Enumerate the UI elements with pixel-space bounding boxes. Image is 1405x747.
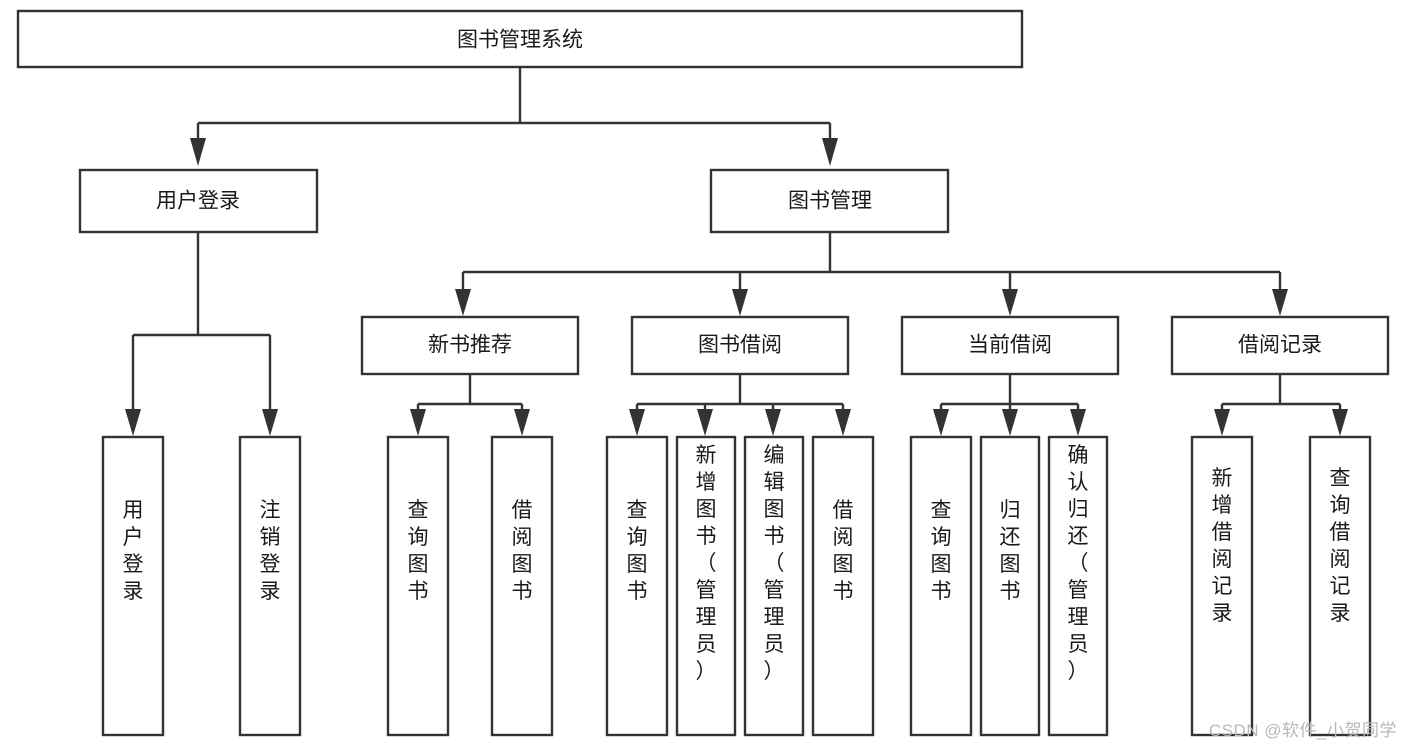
leaf-edit-book-box[interactable] xyxy=(743,435,805,737)
leaf-borrow-book-1-label: 借阅图书 xyxy=(512,499,533,603)
leaf-borrow-book-2-box[interactable] xyxy=(811,435,875,737)
arrow-head-leaf-borrow-book-1 xyxy=(514,409,530,436)
arrow-head-leaf-add-record xyxy=(1214,409,1230,436)
node-borrow-record-box[interactable] xyxy=(1170,315,1390,376)
leaf-logout-box[interactable] xyxy=(238,435,302,737)
node-current-borrow-box[interactable] xyxy=(900,315,1120,376)
node-current-borrow-label: 当前借阅 xyxy=(968,334,1052,357)
leaf-user-login-label: 用户登录 xyxy=(123,499,144,603)
node-book-manage-box[interactable] xyxy=(709,168,950,234)
connector-group-bookborrow xyxy=(629,374,851,436)
node-user-login[interactable]: 用户登录 xyxy=(78,168,319,234)
leaf-query-book-3[interactable]: 查询图书 xyxy=(909,435,973,737)
leaf-confirm-return-box[interactable] xyxy=(1047,435,1109,737)
node-root[interactable]: 图书管理系统 xyxy=(16,9,1024,69)
leaf-query-record[interactable]: 查询借阅记录 xyxy=(1308,435,1372,737)
connector-group-userlogin xyxy=(125,232,278,436)
node-new-book-recommend-box[interactable] xyxy=(360,315,580,376)
node-book-borrow-label: 图书借阅 xyxy=(698,334,782,357)
arrow-head-leaf-logout xyxy=(262,409,278,436)
connector-group-newbook xyxy=(410,374,530,436)
leaf-query-book-1-label: 查询图书 xyxy=(408,499,429,603)
leaf-borrow-book-1[interactable]: 借阅图书 xyxy=(490,435,554,737)
node-borrow-record-label: 借阅记录 xyxy=(1238,334,1322,357)
leaf-return-book-box[interactable] xyxy=(979,435,1041,737)
leaf-query-book-2-label: 查询图书 xyxy=(627,499,648,603)
node-current-borrow[interactable]: 当前借阅 xyxy=(900,315,1120,376)
leaf-edit-book-label: 编辑图书（管理员） xyxy=(764,444,785,683)
arrow-head-leaf-query-book-2 xyxy=(629,409,645,436)
leaf-return-book-label: 归还图书 xyxy=(1000,499,1021,603)
leaf-logout[interactable]: 注销登录 xyxy=(238,435,302,737)
arrow-head-new-book-recommend xyxy=(455,289,471,316)
arrow-head-book-borrow xyxy=(732,289,748,316)
leaf-logout-label: 注销登录 xyxy=(260,499,281,603)
arrow-head-borrow-record xyxy=(1272,289,1288,316)
leaf-borrow-book-1-box[interactable] xyxy=(490,435,554,737)
node-root-box[interactable] xyxy=(16,9,1024,69)
connector-group-currentborrow xyxy=(933,374,1086,436)
connector-group-borrowrecord xyxy=(1214,374,1348,436)
leaf-add-book-box[interactable] xyxy=(675,435,737,737)
arrow-head-leaf-user-login xyxy=(125,409,141,436)
connector-group-bookmanage xyxy=(455,232,1288,316)
leaf-add-record[interactable]: 新增借阅记录 xyxy=(1190,435,1254,737)
node-user-login-label: 用户登录 xyxy=(156,190,240,213)
leaf-return-book[interactable]: 归还图书 xyxy=(979,435,1041,737)
leaf-query-book-1[interactable]: 查询图书 xyxy=(386,435,450,737)
leaf-query-book-2-box[interactable] xyxy=(605,435,669,737)
leaf-add-book[interactable]: 新增图书（管理员） xyxy=(675,435,737,737)
arrow-head-leaf-borrow-book-2 xyxy=(835,409,851,436)
leaf-add-record-box[interactable] xyxy=(1190,435,1254,737)
leaf-add-record-label: 新增借阅记录 xyxy=(1212,467,1233,625)
node-book-borrow-box[interactable] xyxy=(630,315,850,376)
arrow-head-leaf-query-book-3 xyxy=(933,409,949,436)
node-book-borrow[interactable]: 图书借阅 xyxy=(630,315,850,376)
leaf-user-login[interactable]: 用户登录 xyxy=(101,435,165,737)
leaf-query-book-3-box[interactable] xyxy=(909,435,973,737)
leaf-query-record-label: 查询借阅记录 xyxy=(1330,467,1351,625)
leaf-add-book-label: 新增图书（管理员） xyxy=(696,444,717,683)
node-book-manage-label: 图书管理 xyxy=(788,190,872,213)
leaf-user-login-box[interactable] xyxy=(101,435,165,737)
arrow-head-leaf-confirm-return xyxy=(1070,409,1086,436)
leaf-query-book-3-label: 查询图书 xyxy=(931,499,952,603)
leaf-query-record-box[interactable] xyxy=(1308,435,1372,737)
arrow-head-bookmanage xyxy=(822,138,838,166)
node-new-book-recommend-label: 新书推荐 xyxy=(428,334,512,357)
arrow-head-userlogin xyxy=(190,138,206,166)
leaf-edit-book[interactable]: 编辑图书（管理员） xyxy=(743,435,805,737)
node-user-login-box[interactable] xyxy=(78,168,319,234)
arrow-head-leaf-query-record xyxy=(1332,409,1348,436)
leaf-confirm-return-label: 确认归还（管理员） xyxy=(1068,444,1089,683)
arrow-head-leaf-add-book xyxy=(697,409,713,436)
leaf-confirm-return[interactable]: 确认归还（管理员） xyxy=(1047,435,1109,737)
node-borrow-record[interactable]: 借阅记录 xyxy=(1170,315,1390,376)
node-root-label: 图书管理系统 xyxy=(457,29,583,52)
arrow-head-leaf-edit-book xyxy=(765,409,781,436)
leaf-query-book-1-box[interactable] xyxy=(386,435,450,737)
arrow-head-leaf-return-book xyxy=(1002,409,1018,436)
connector-group-root xyxy=(190,67,838,166)
arrow-head-leaf-query-book-1 xyxy=(410,409,426,436)
leaf-borrow-book-2[interactable]: 借阅图书 xyxy=(811,435,875,737)
node-book-manage[interactable]: 图书管理 xyxy=(709,168,950,234)
arrow-head-current-borrow xyxy=(1002,289,1018,316)
leaf-query-book-2[interactable]: 查询图书 xyxy=(605,435,669,737)
leaf-borrow-book-2-label: 借阅图书 xyxy=(833,499,854,603)
node-new-book-recommend[interactable]: 新书推荐 xyxy=(360,315,580,376)
